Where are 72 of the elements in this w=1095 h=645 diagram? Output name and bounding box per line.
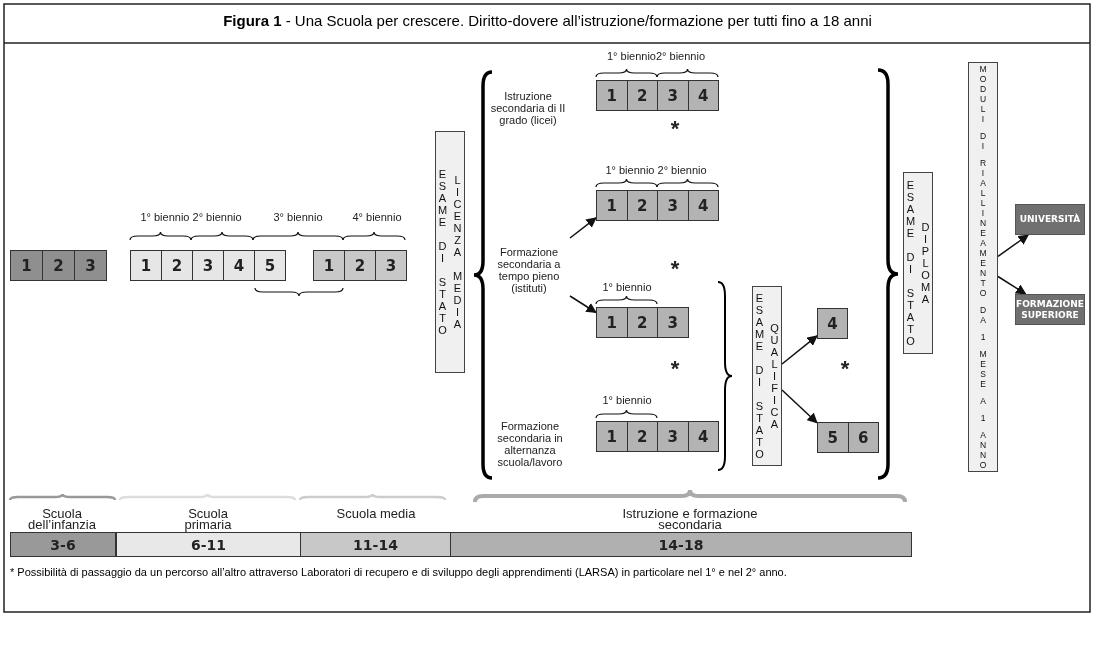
year-cell: 2 <box>626 80 658 111</box>
year-cell: 1 <box>596 190 628 221</box>
destination-box: FORMAZIONE SUPERIORE <box>1015 294 1085 325</box>
year-cell: 3 <box>657 190 689 221</box>
year-cell: 2 <box>161 250 193 281</box>
year-cell: 1 <box>596 80 628 111</box>
vertical-text: LICENZA MEDIA <box>451 174 464 330</box>
year-cell: 4 <box>223 250 255 281</box>
year-cell: 3 <box>657 80 689 111</box>
arrow <box>997 234 1029 258</box>
year-cell: 1 <box>313 250 345 281</box>
exam-box <box>752 286 782 466</box>
vertical-text: QUALIFICA <box>768 322 781 430</box>
arrow <box>997 275 1027 295</box>
year-cell: 2 <box>626 421 658 452</box>
stage-label: Scuola dell’infanzia <box>27 508 97 530</box>
year-cell: 3 <box>192 250 224 281</box>
year-cell: 3 <box>74 250 107 281</box>
period-label: 1° biennio 2° biennio <box>139 211 243 223</box>
asterisk-mark: * <box>669 358 681 380</box>
vertical-text: DIPLOMA <box>919 221 932 305</box>
destination-box: UNIVERSITÀ <box>1015 204 1085 235</box>
track-label: Formazione secondaria a tempo pieno (istituti) <box>488 238 570 302</box>
stage-label: Scuola primaria <box>183 508 233 530</box>
track-label: Istruzione secondaria di II grado (licei) <box>489 90 567 126</box>
exam-box <box>903 172 933 354</box>
age-range-cell: 14-18 <box>450 532 912 557</box>
period-label: 3° biennio <box>272 211 324 223</box>
figure-title: Figura 1 - Una Scuola per crescere. Diritto-dovere all’istruzione/formazione per tutti fino a 18 anni <box>222 12 873 29</box>
asterisk-mark: * <box>839 358 851 380</box>
year-cell: 2 <box>626 190 658 221</box>
year-cell: 3 <box>375 250 407 281</box>
arrow <box>781 389 818 424</box>
stage-label: Istruzione e formazione secondaria <box>621 508 759 530</box>
year-cell: 4 <box>687 80 719 111</box>
period-label: 1° biennio 2° biennio <box>604 164 708 176</box>
exam-box <box>968 62 998 472</box>
year-cell: 2 <box>344 250 376 281</box>
asterisk-mark: * <box>669 258 681 280</box>
period-label: 4° biennio <box>351 211 403 223</box>
year-cell: 5 <box>817 422 849 453</box>
year-cell: 1 <box>596 307 628 338</box>
vertical-text: ESAME DI STATO <box>753 292 766 460</box>
arrow <box>569 217 597 239</box>
age-range-cell: 11-14 <box>300 532 451 557</box>
arrow <box>569 295 597 314</box>
vertical-text: ESAME DI STATO <box>904 179 917 347</box>
year-cell: 2 <box>626 307 658 338</box>
year-cell: 3 <box>657 307 689 338</box>
year-cell: 6 <box>847 422 879 453</box>
year-cell: 1 <box>10 250 43 281</box>
arrow <box>781 335 818 365</box>
year-cell: 3 <box>657 421 689 452</box>
year-cell: 1 <box>596 421 628 452</box>
vertical-text: MODULI DI RIALLINEAMENTO DA 1 MESE A 1 ANNO <box>978 64 988 470</box>
stage-label: Scuola media <box>336 508 416 519</box>
asterisk-mark: * <box>669 118 681 140</box>
year-cell: 4 <box>687 421 719 452</box>
year-cell: 1 <box>130 250 162 281</box>
year-cell: 5 <box>254 250 286 281</box>
year-cell: 2 <box>42 250 75 281</box>
period-label: 1° biennio2° biennio <box>605 50 707 62</box>
footnote: * Possibilità di passaggio da un percorso all’altro attraverso Laboratori di recupero e di sviluppo degli apprendimenti (LARSA) in particolare nel 1° e nel 2° anno. <box>10 566 788 579</box>
age-range-cell: 6-11 <box>116 532 301 557</box>
period-label: 1° biennio <box>601 281 653 293</box>
exam-box <box>435 131 465 373</box>
track-label: Formazione secondaria in alternanza scuola/lavoro <box>496 420 564 468</box>
vertical-text: ESAME DI STATO <box>436 168 449 336</box>
age-range-cell: 3-6 <box>10 532 116 557</box>
year-cell: 4 <box>687 190 719 221</box>
year-cell: 4 <box>817 308 848 339</box>
period-label: 1° biennio <box>601 394 653 406</box>
